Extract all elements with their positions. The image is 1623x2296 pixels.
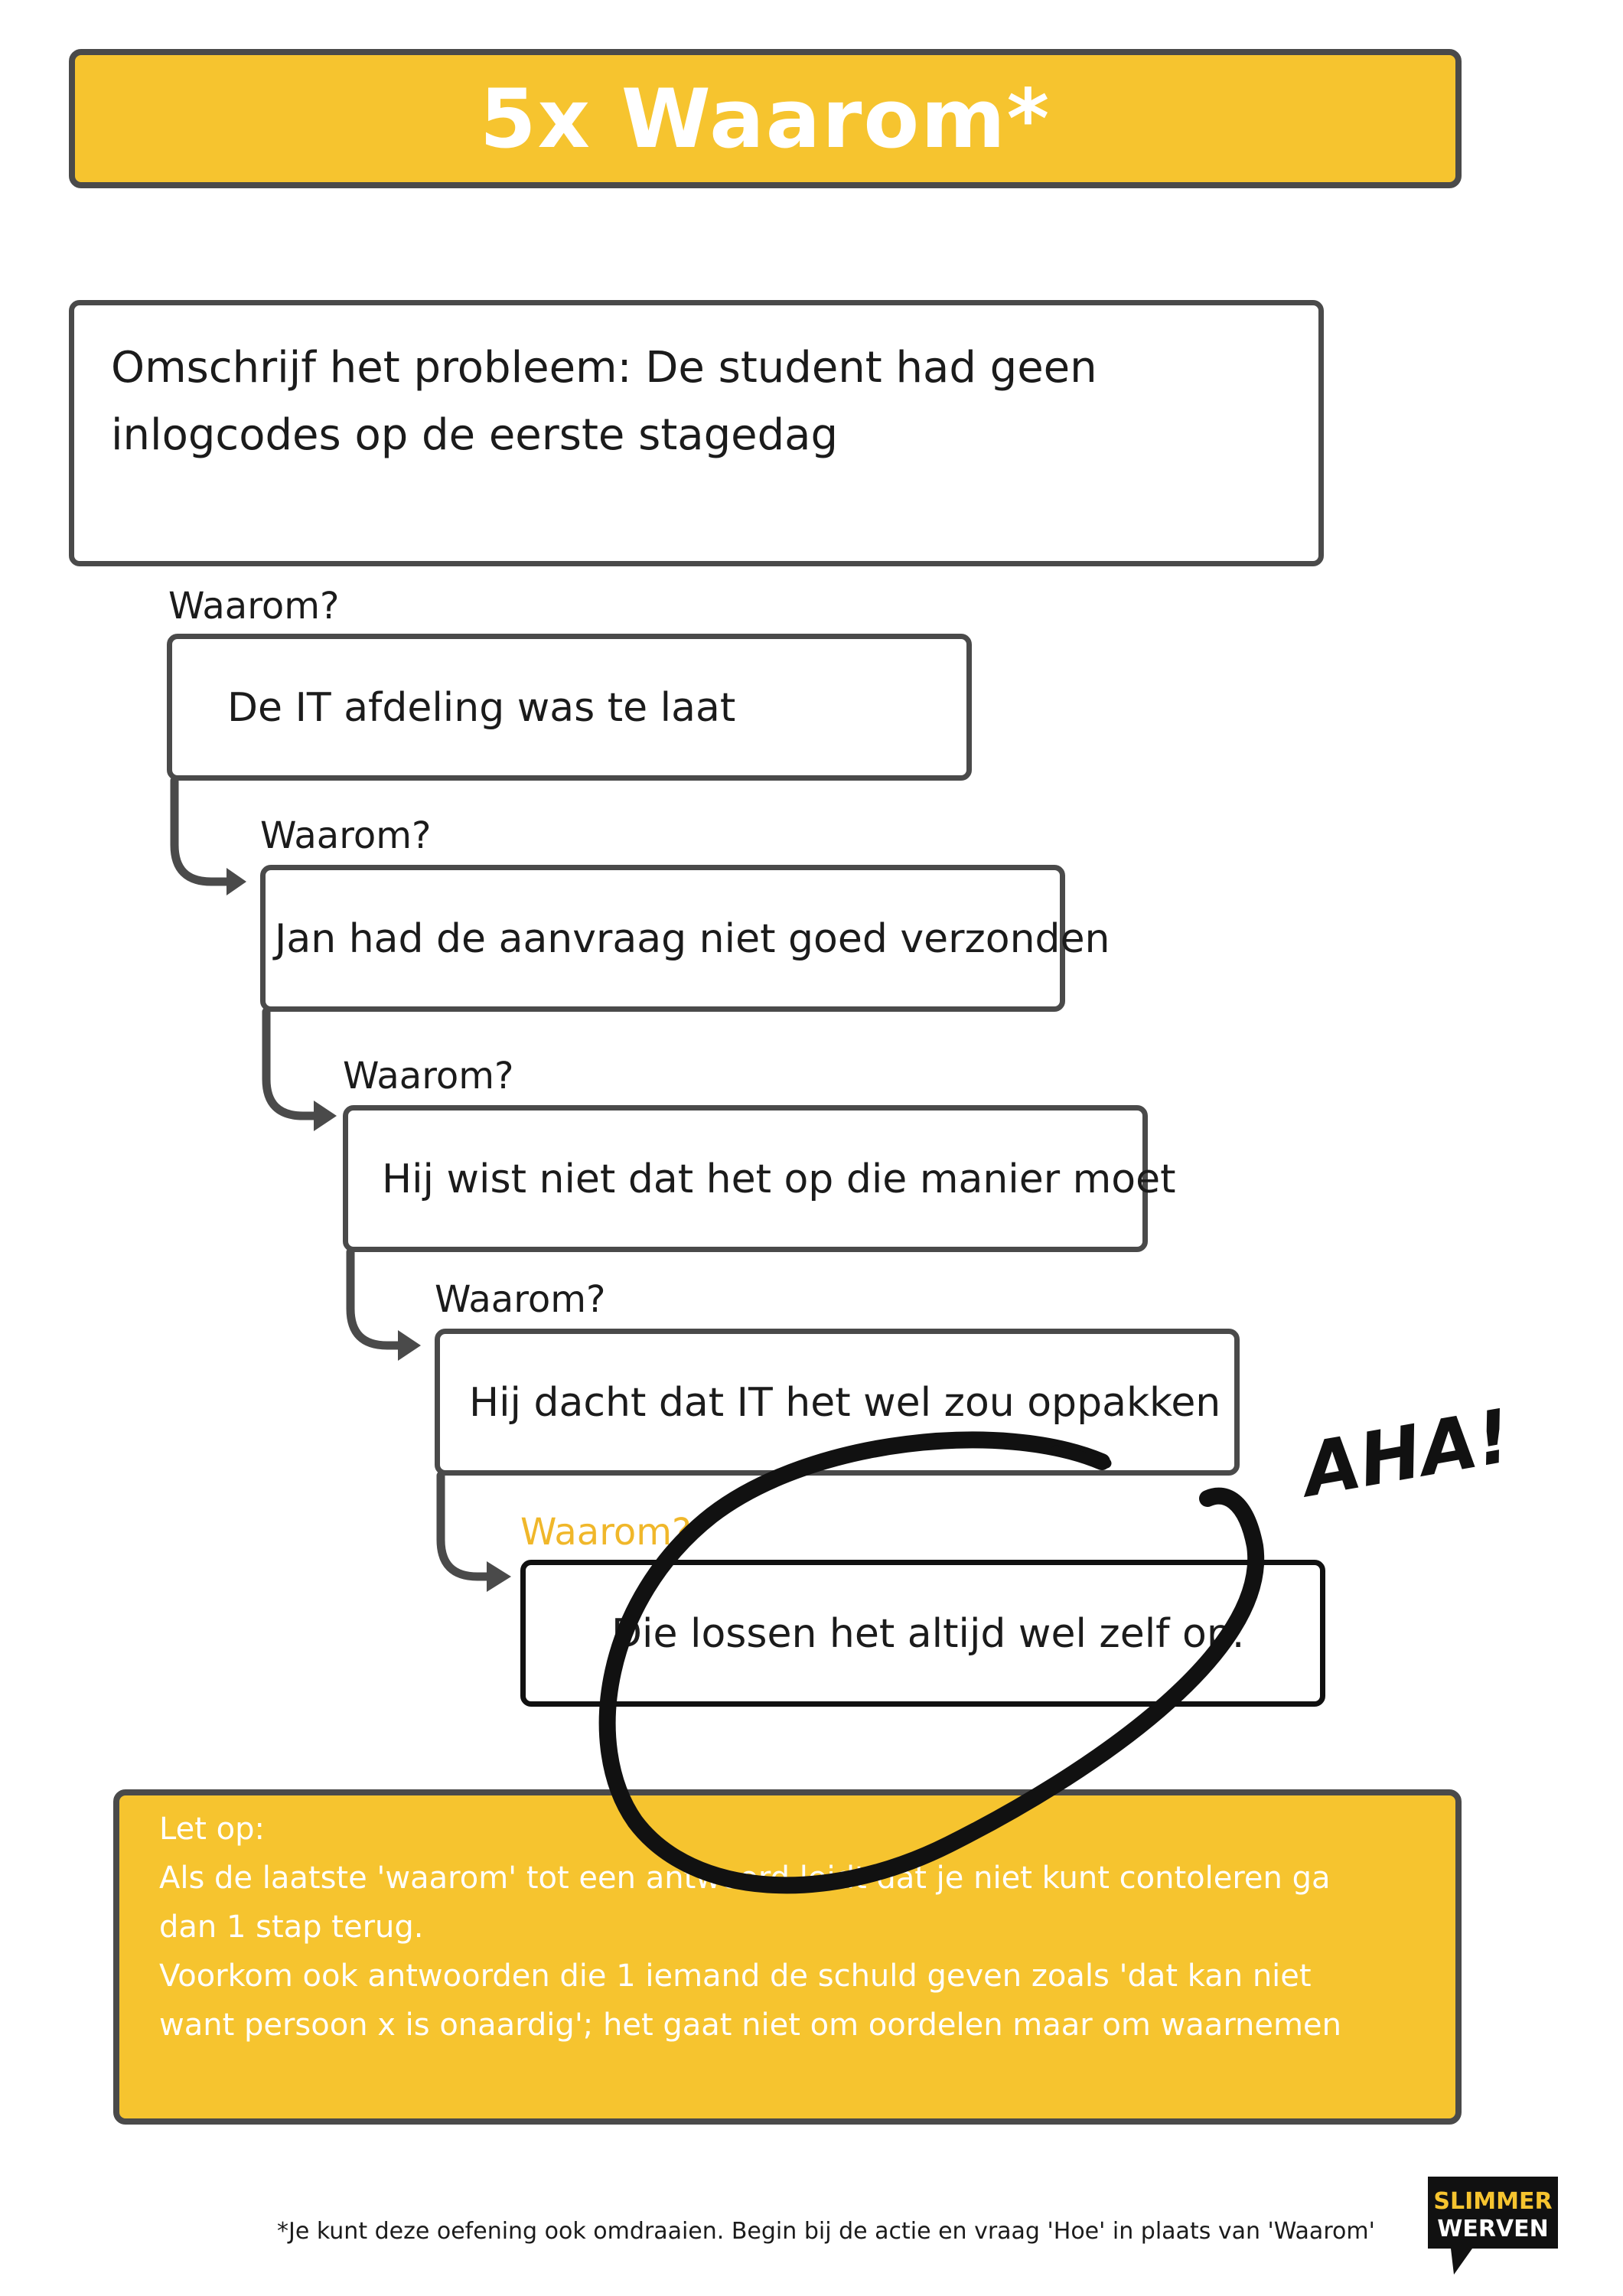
answer-box-3: Hij wist niet dat het op die manier moet bbox=[343, 1105, 1176, 1252]
page-title: 5x Waarom* bbox=[479, 71, 1051, 166]
answer-text-5: Die lossen het altijd wel zelf op. bbox=[611, 1611, 1245, 1657]
answer-text-1: De IT afdeling was te laat bbox=[227, 685, 736, 731]
why-label-3: Waarom? bbox=[343, 1055, 514, 1097]
connector-arrow-3 bbox=[346, 1247, 404, 1350]
answer-text-4: Hij dacht dat IT het wel zou oppakken bbox=[469, 1380, 1221, 1426]
title-banner: 5x Waarom* bbox=[69, 49, 1462, 188]
why-label-4: Waarom? bbox=[435, 1278, 606, 1321]
answer-box-2: Jan had de aanvraag niet goed verzonden bbox=[260, 865, 1110, 1012]
answer-text-3: Hij wist niet dat het op die manier moet bbox=[382, 1156, 1176, 1202]
footnote: *Je kunt deze oefening ook omdraaien. Be… bbox=[277, 2218, 1375, 2245]
arrowhead-3 bbox=[398, 1330, 421, 1361]
note-line-2: dan 1 stap terug. bbox=[159, 1910, 424, 1945]
arrowhead-2 bbox=[314, 1101, 337, 1131]
connector-arrow-2 bbox=[262, 1007, 318, 1120]
arrowhead-1 bbox=[227, 868, 246, 895]
problem-text: Omschrijf het probleem: De student had g… bbox=[111, 343, 1097, 460]
why-label-5: Waarom? bbox=[520, 1511, 692, 1554]
arrowhead-4 bbox=[487, 1561, 511, 1592]
answer-text-2: Jan had de aanvraag niet goed verzonden bbox=[275, 916, 1110, 962]
note-box: Let op: Als de laatste 'waarom' tot een … bbox=[113, 1789, 1462, 2125]
problem-box: Omschrijf het probleem: De student had g… bbox=[69, 300, 1324, 566]
note-line-4: want persoon x is onaardig'; het gaat ni… bbox=[159, 2007, 1341, 2043]
answer-box-1: De IT afdeling was te laat bbox=[167, 634, 972, 781]
circle-scribble bbox=[598, 1431, 1265, 1894]
note-heading: Let op: bbox=[159, 1812, 265, 1847]
note-text: Let op: Als de laatste 'waarom' tot een … bbox=[159, 1805, 1383, 2050]
logo-line-1: SLIMMER bbox=[1433, 2188, 1552, 2215]
why-label-2: Waarom? bbox=[260, 814, 432, 857]
why-label-1: Waarom? bbox=[168, 585, 340, 628]
connector-arrow-4 bbox=[436, 1471, 491, 1581]
aha-text: AHA! bbox=[1292, 1393, 1517, 1515]
slimmer-werven-logo: SLIMMER WERVEN bbox=[1428, 2177, 1558, 2275]
note-line-3: Voorkom ook antwoorden die 1 iemand de s… bbox=[159, 1958, 1312, 1994]
logo-line-2: WERVEN bbox=[1437, 2216, 1549, 2242]
connector-arrow-1 bbox=[170, 776, 234, 886]
